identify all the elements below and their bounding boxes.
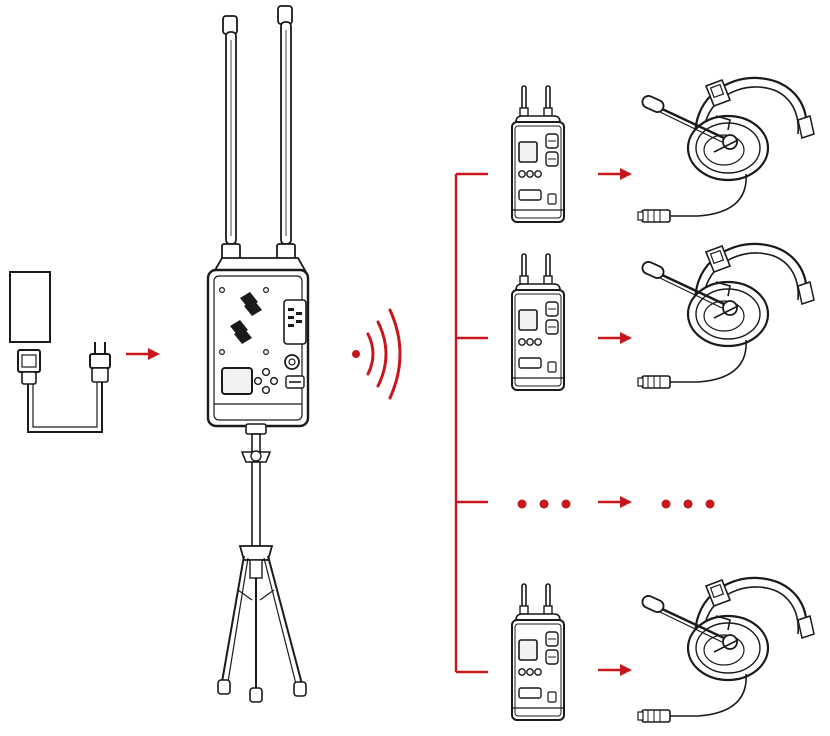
arrow-right-icon xyxy=(596,330,634,346)
arrow-right-icon xyxy=(596,662,634,678)
power-adapter-icon xyxy=(9,271,111,433)
arrow-right-icon xyxy=(596,494,634,510)
headset-icon xyxy=(636,576,816,724)
beltpack-icon xyxy=(511,85,565,223)
distribution-bracket xyxy=(454,172,488,674)
headset-icon xyxy=(636,76,816,224)
beltpack-icon xyxy=(511,583,565,721)
beltpack-icon xyxy=(511,253,565,391)
wireless-signal-icon xyxy=(352,308,402,400)
headset-icon xyxy=(636,242,816,390)
ellipsis-icon xyxy=(661,499,715,509)
arrow-right-icon xyxy=(124,346,162,362)
antenna-icon xyxy=(221,15,241,261)
antenna-icon xyxy=(276,5,296,261)
tripod-stand-icon xyxy=(217,433,307,703)
ellipsis-icon xyxy=(517,499,571,509)
base-station-icon xyxy=(206,5,310,435)
arrow-right-icon xyxy=(596,166,634,182)
